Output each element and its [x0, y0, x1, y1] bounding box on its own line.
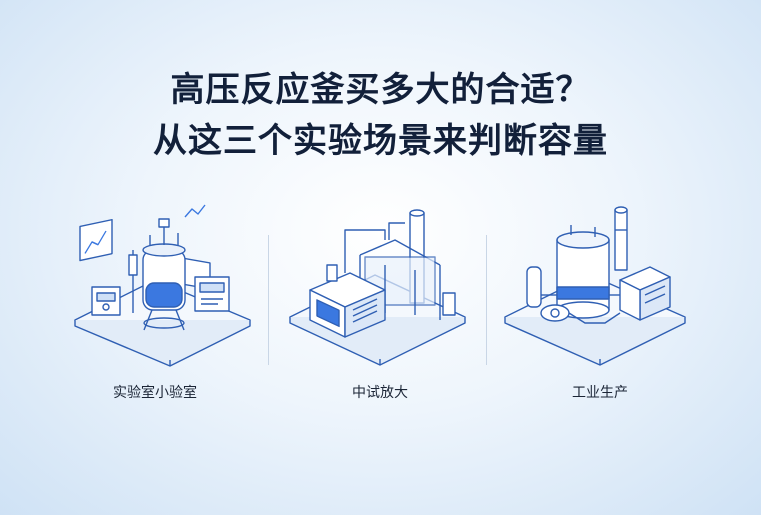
pilot-plant-icon [289, 209, 466, 366]
scene-pilot [265, 195, 495, 366]
divider [268, 235, 269, 365]
lab-reactor-icon [74, 204, 251, 367]
industrial-plant-icon [504, 206, 686, 366]
scene-label-lab: 实验室小验室 [113, 385, 197, 401]
page-title-line2: 从这三个实验场景来判断容量 [153, 121, 608, 161]
scene-label-pilot: 中试放大 [352, 385, 408, 401]
divider [486, 235, 487, 365]
scene-lab [40, 195, 270, 367]
scene-industrial [485, 195, 715, 366]
page-title-line1: 高压反应釜买多大的合适？ [170, 70, 591, 110]
scene-label-industrial: 工业生产 [572, 385, 628, 401]
